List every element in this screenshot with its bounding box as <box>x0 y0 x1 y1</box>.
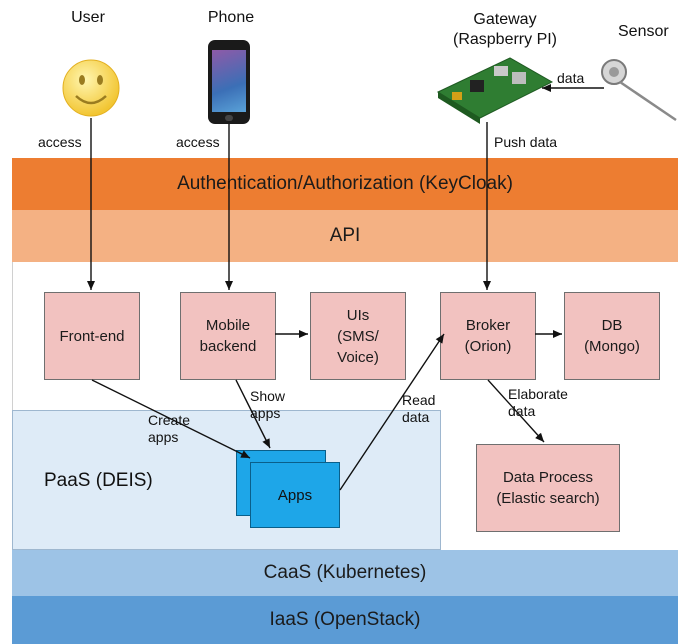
edge-label-sensor-data: data <box>557 70 585 86</box>
iaas-layer: IaaS (OpenStack) <box>12 596 678 644</box>
edge-label-elaborate-data: Elaborate data <box>508 386 568 419</box>
edge-label-show-apps: Show apps <box>250 388 286 421</box>
edge-label-phone-access: access <box>176 134 220 150</box>
broker-box: Broker (Orion) <box>440 292 536 380</box>
gateway-label: Gateway (Raspberry PI) <box>452 11 558 48</box>
paas-label: PaaS (DEIS) <box>44 470 153 491</box>
phone-label: Phone <box>207 9 255 26</box>
sensor-label: Sensor <box>618 23 669 40</box>
auth-layer-label: Authentication/Authorization (KeyCloak) <box>177 173 513 194</box>
edge-label-push-data: Push data <box>494 134 558 150</box>
frontend-box: Front-end <box>44 292 140 380</box>
apps-label: Apps <box>277 486 313 504</box>
auth-layer: Authentication/Authorization (KeyCloak) <box>12 158 678 210</box>
api-layer-label: API <box>329 225 361 246</box>
caas-layer: CaaS (Kubernetes) <box>12 550 678 596</box>
api-layer: API <box>12 210 678 262</box>
user-label: User <box>71 9 105 26</box>
phone-icon <box>208 40 250 124</box>
mobile-backend-box: Mobile backend <box>180 292 276 380</box>
apps-card-front: Apps <box>250 462 340 528</box>
uis-box: UIs (SMS/ Voice) <box>310 292 406 380</box>
caas-layer-label: CaaS (Kubernetes) <box>263 562 427 583</box>
db-box: DB (Mongo) <box>564 292 660 380</box>
edge-label-user-access: access <box>38 134 82 150</box>
iaas-layer-label: IaaS (OpenStack) <box>269 609 421 630</box>
edge-label-read-data: Read data <box>402 392 436 425</box>
edge-label-create-apps: Create apps <box>148 412 191 445</box>
data-process-box: Data Process (Elastic search) <box>476 444 620 532</box>
